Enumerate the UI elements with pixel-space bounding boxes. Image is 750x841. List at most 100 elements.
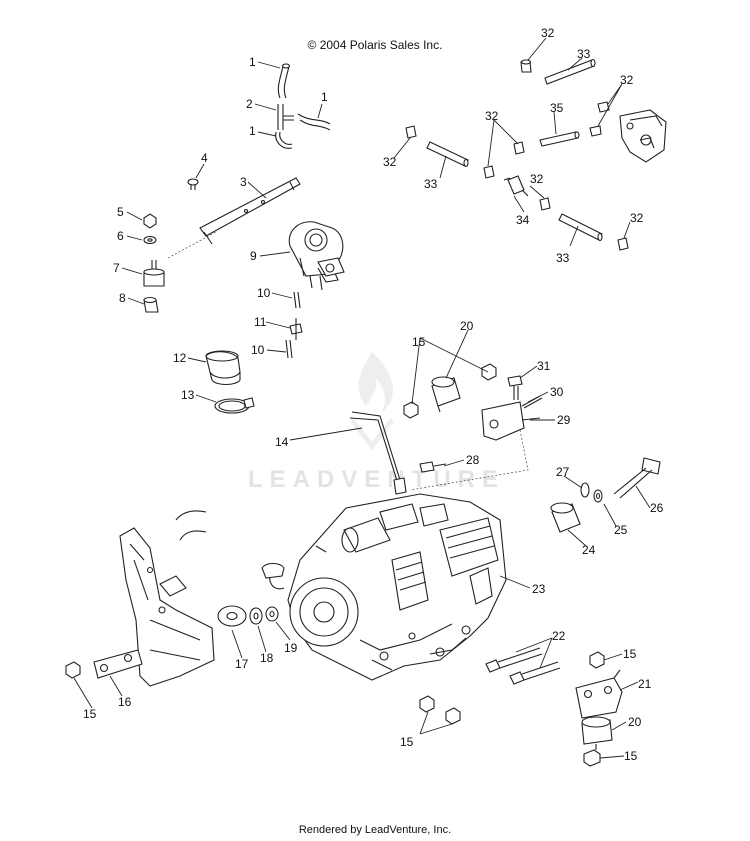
copyright-text: © 2004 Polaris Sales Inc. [307, 38, 443, 52]
nut-15-right-bottom [583, 749, 601, 767]
pin-30 [521, 395, 543, 409]
callout-15b: 15 [83, 707, 97, 721]
fuel-line-lower [275, 131, 293, 149]
nut-15-left [65, 661, 81, 679]
callout-4: 4 [201, 151, 208, 165]
callout-10b: 10 [251, 343, 265, 357]
callout-15c: 15 [623, 647, 637, 661]
recoil-handle [261, 562, 285, 579]
callout-20a: 20 [460, 319, 474, 333]
callout-28: 28 [466, 453, 480, 467]
callout-10a: 10 [257, 286, 271, 300]
callout-20b: 20 [628, 715, 642, 729]
bracket-screw [187, 178, 199, 190]
callout-16: 16 [118, 695, 132, 709]
callout-18: 18 [260, 651, 274, 665]
callout-13: 13 [181, 388, 195, 402]
check-valve-34 [503, 175, 529, 197]
vent-hose-33a [544, 58, 596, 85]
cap-32b [597, 101, 610, 113]
nut-15-right-top [589, 651, 605, 669]
callout-32c: 32 [485, 109, 499, 123]
washer-25 [593, 489, 603, 503]
callout-1b: 1 [321, 90, 328, 104]
callout-1a: 1 [249, 55, 256, 69]
fuel-tee [277, 104, 294, 130]
callout-19: 19 [284, 641, 298, 655]
mount-nut-8 [143, 296, 159, 313]
fuel-line-upper [277, 63, 291, 99]
callout-17: 17 [235, 657, 249, 671]
footer-credit: Rendered by LeadVenture, Inc. [298, 824, 452, 836]
callout-15d: 15 [400, 735, 414, 749]
callout-32a: 32 [541, 26, 555, 40]
spacer-24 [550, 502, 581, 533]
screw-28 [419, 461, 447, 473]
engine-assembly [269, 493, 507, 681]
cap-32h [617, 237, 629, 251]
vent-hose-33c [558, 213, 603, 242]
leader-lines [73, 37, 651, 759]
callout-1c: 1 [249, 124, 256, 138]
frame-section [119, 510, 215, 687]
vent-hose-33b [426, 141, 469, 168]
mount-bracket-21 [575, 669, 623, 719]
cap-32e [513, 141, 525, 155]
cap-32a [520, 59, 532, 73]
callout-33c: 33 [556, 251, 570, 265]
nut-15-upper-right [481, 363, 497, 381]
rubber-mount-7 [143, 260, 165, 287]
nut-5 [143, 213, 157, 229]
bolt-26 [613, 457, 661, 499]
callout-15a: 15 [412, 335, 426, 349]
callout-32b: 32 [620, 73, 634, 87]
cap-32c [589, 125, 602, 137]
callout-22: 22 [552, 629, 566, 643]
callout-29: 29 [557, 413, 571, 427]
callout-27: 27 [556, 465, 570, 479]
callout-23: 23 [532, 582, 546, 596]
engine-isolator-upper [431, 376, 461, 413]
cap-32f [483, 165, 495, 179]
bolt-31 [507, 375, 523, 400]
washer-27 [580, 482, 590, 498]
washer-19 [265, 606, 279, 622]
callout-34: 34 [516, 213, 530, 227]
callout-33b: 33 [424, 177, 438, 191]
isolator-17 [217, 605, 247, 627]
callout-31: 31 [537, 359, 551, 373]
nut-15-upper-left [403, 401, 419, 419]
callout-15e: 15 [624, 749, 638, 763]
callout-8: 8 [119, 291, 126, 305]
callout-7: 7 [113, 261, 120, 275]
callout-24: 24 [582, 543, 596, 557]
intake-boot [205, 350, 241, 386]
engine-mount-plate-16 [93, 649, 143, 679]
hose-clamp [214, 397, 255, 414]
cap-32d [405, 125, 417, 139]
throttle-cable [349, 411, 407, 495]
callout-11: 11 [254, 315, 267, 329]
vent-filter-block [619, 109, 667, 163]
bolt-22-upper [485, 647, 543, 673]
vent-hose-35 [539, 131, 580, 147]
vent-pin-upper [293, 291, 301, 309]
callout-6: 6 [117, 229, 124, 243]
callout-32d: 32 [383, 155, 397, 169]
mount-bracket-29 [481, 401, 541, 441]
watermark-text: LEADVENTURE [248, 466, 506, 493]
vent-pin-lower [285, 339, 293, 359]
callout-26: 26 [650, 501, 664, 515]
callout-9: 9 [250, 249, 257, 263]
watermark-logo-icon [350, 352, 394, 451]
callout-32e: 32 [530, 172, 544, 186]
callout-14: 14 [275, 435, 289, 449]
callout-3: 3 [240, 175, 247, 189]
washer-6 [143, 235, 157, 245]
callout-21: 21 [638, 677, 652, 691]
nut-15-lower-left [419, 695, 435, 713]
callout-35: 35 [550, 101, 564, 115]
callout-2: 2 [246, 97, 253, 111]
carb-bracket [199, 177, 301, 245]
